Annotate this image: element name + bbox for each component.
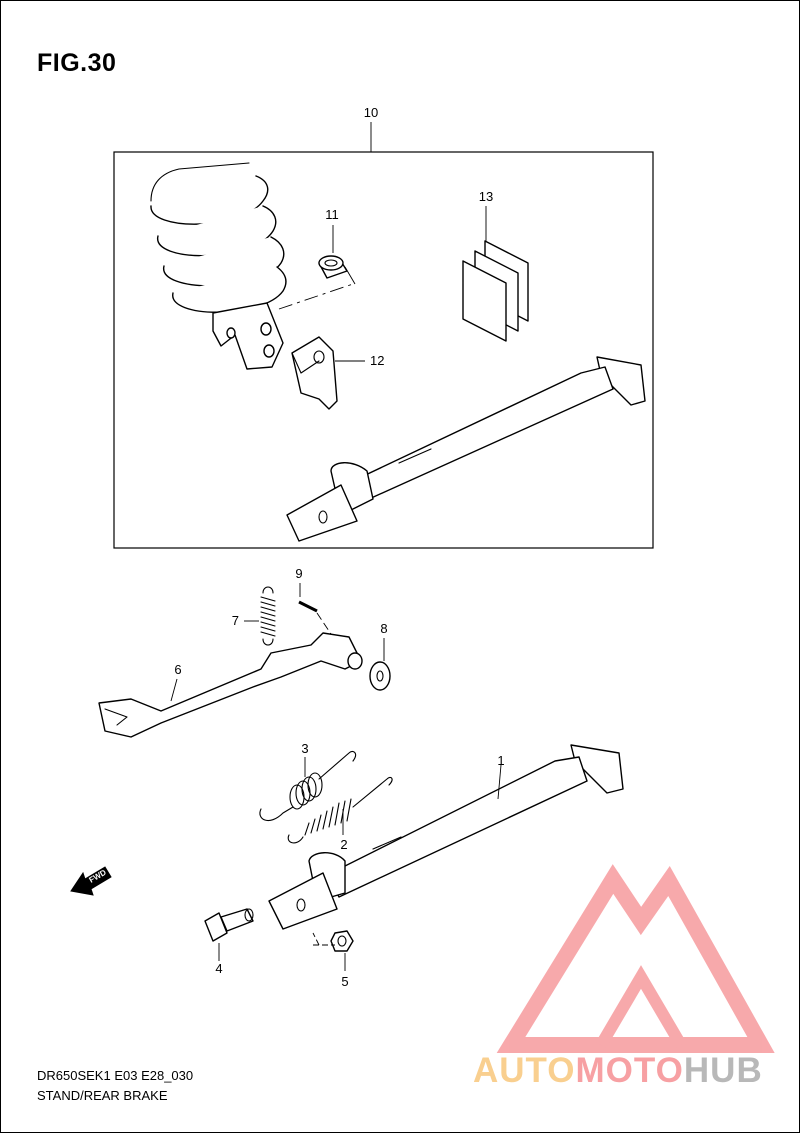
part-13-pads xyxy=(462,206,529,342)
callout-2: 2 xyxy=(340,837,347,852)
figure-title: FIG.30 xyxy=(37,49,117,77)
callout-1: 1 xyxy=(497,753,504,768)
kit-side-stand xyxy=(286,356,646,542)
part-4-bolt xyxy=(204,908,254,961)
fwd-arrow-icon: FWD xyxy=(70,866,112,896)
callout-8: 8 xyxy=(380,621,387,636)
watermark-text: AUTOMOTOHUB xyxy=(473,1051,763,1091)
section-name: STAND/REAR BRAKE xyxy=(37,1088,168,1103)
watermark-logo-icon xyxy=(496,864,775,1053)
part-2-spring xyxy=(287,776,393,844)
kit-box-outline xyxy=(113,151,654,549)
callout-12: 12 xyxy=(370,353,384,368)
callout-13: 13 xyxy=(479,189,493,204)
part-3-spring xyxy=(259,750,357,822)
model-code: DR650SEK1 E03 E28_030 xyxy=(37,1068,194,1083)
callout-10: 10 xyxy=(364,105,378,120)
callout-5: 5 xyxy=(341,974,348,989)
callout-9: 9 xyxy=(295,566,302,581)
part-6-brake-pedal xyxy=(98,632,363,738)
callout-6: 6 xyxy=(174,662,181,677)
watermark-part-hub: HUB xyxy=(683,1051,763,1090)
watermark-part-moto: MOTO xyxy=(575,1051,684,1090)
callout-7: 7 xyxy=(232,613,239,628)
callout-4: 4 xyxy=(215,961,222,976)
part-8-washer xyxy=(369,638,391,691)
part-11-cap xyxy=(318,225,356,285)
part-1-side-stand xyxy=(268,744,624,930)
watermark-part-auto: AUTO xyxy=(473,1051,576,1090)
part-7-spring xyxy=(244,586,276,646)
part-5-nut xyxy=(312,930,354,971)
callout-3: 3 xyxy=(301,741,308,756)
callout-11: 11 xyxy=(325,207,339,222)
part-12-bracket xyxy=(291,336,365,410)
rear-shock-absorber xyxy=(150,162,354,370)
